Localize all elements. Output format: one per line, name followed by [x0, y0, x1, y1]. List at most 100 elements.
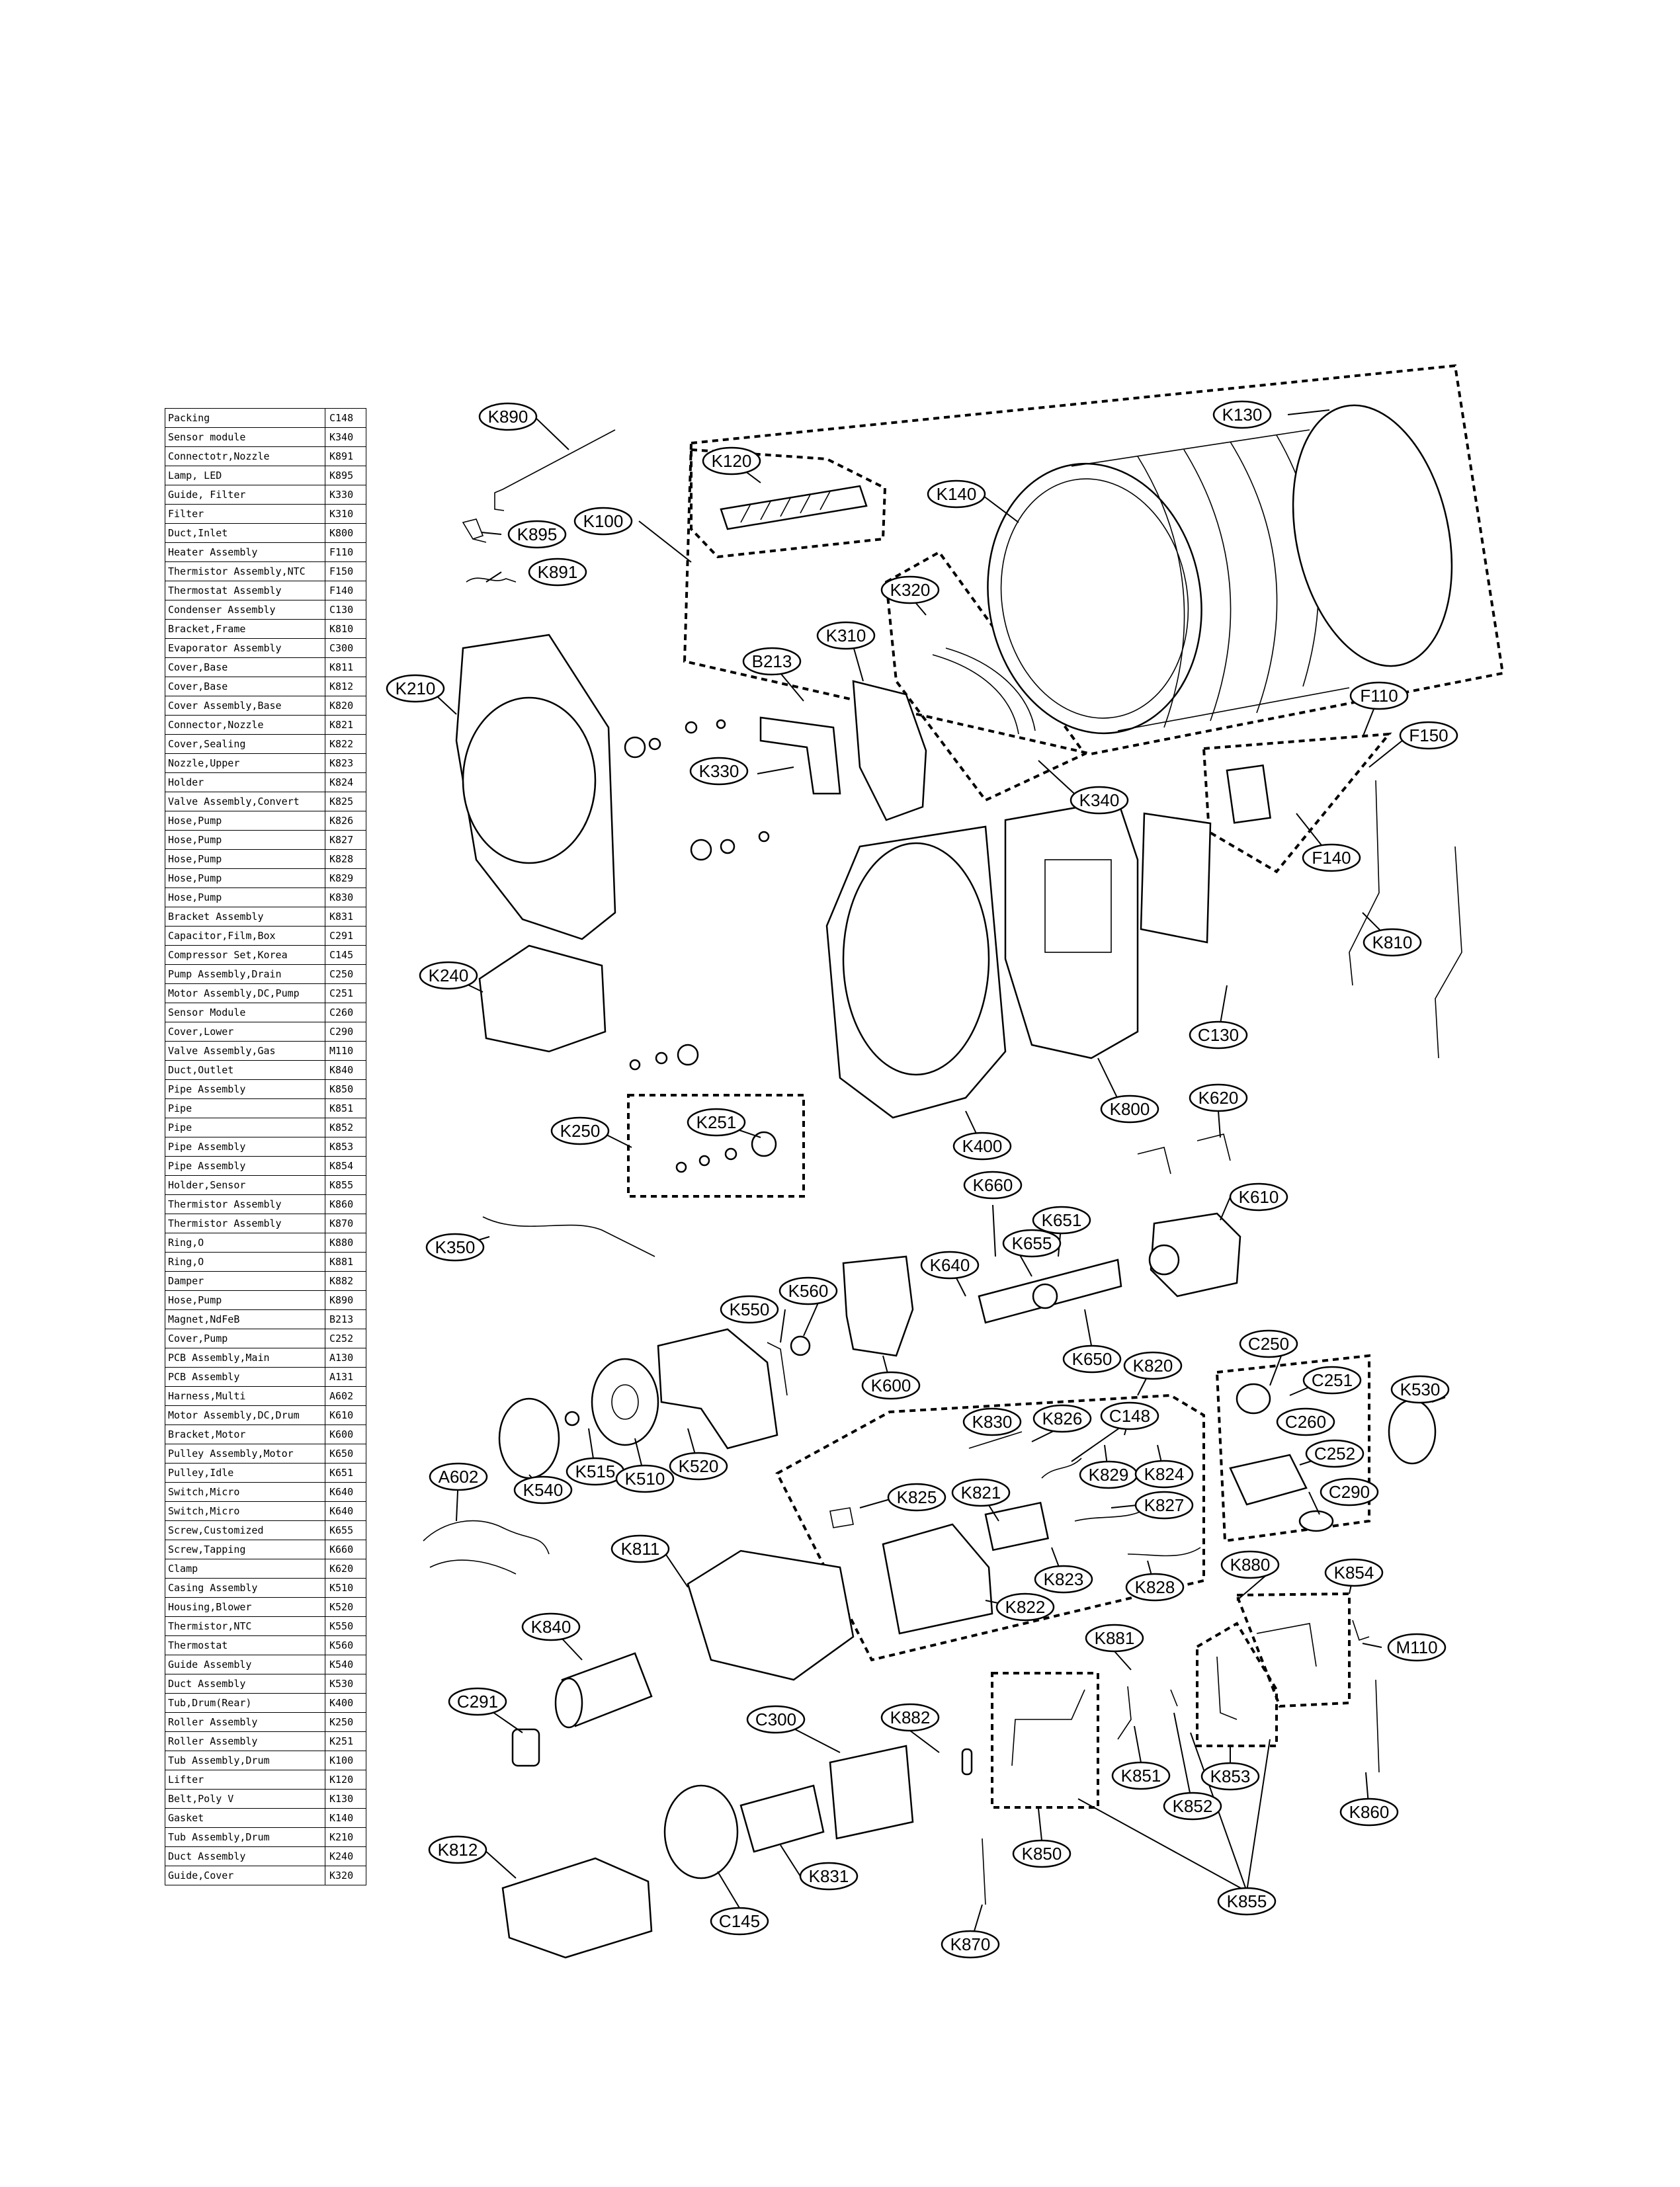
callout-k640: K640 — [920, 1251, 980, 1280]
part-code-cell: K820 — [325, 696, 366, 716]
callout-k655: K655 — [1002, 1229, 1062, 1258]
drum-ribs — [1137, 434, 1320, 728]
callout-bubble — [816, 621, 876, 650]
callout-label: C250 — [1248, 1334, 1289, 1354]
callout-bubble — [1111, 1761, 1171, 1790]
part-name-cell: Cover Assembly,Base — [165, 696, 325, 716]
callout-bubble — [1220, 1550, 1280, 1579]
callout-label: B213 — [752, 651, 792, 671]
callout-k830: K830 — [962, 1407, 1022, 1436]
part-name-cell: Valve Assembly,Gas — [165, 1041, 325, 1061]
callout-k240: K240 — [419, 961, 478, 990]
callout-label: K250 — [560, 1121, 601, 1141]
part-code-cell: K620 — [325, 1559, 366, 1579]
filter-part — [852, 680, 927, 821]
callout-bubble — [448, 1687, 507, 1716]
callout-bubble — [710, 1907, 769, 1936]
callout-label: K251 — [696, 1112, 737, 1132]
callout-m110: M110 — [1387, 1633, 1447, 1662]
callout-k610: K610 — [1229, 1182, 1288, 1212]
part-code-cell: C252 — [325, 1329, 366, 1348]
callout-f110: F110 — [1349, 681, 1409, 710]
part-code-cell: K340 — [325, 427, 366, 447]
guide-assembly-ring — [498, 1397, 560, 1479]
callout-k651: K651 — [1032, 1206, 1091, 1235]
callout-k870: K870 — [941, 1930, 1000, 1959]
callout-label: K812 — [438, 1840, 478, 1860]
callout-k800: K800 — [1100, 1094, 1159, 1124]
callout-k340: K340 — [1070, 786, 1129, 815]
callout-label: K530 — [1400, 1380, 1441, 1399]
callout-c252: C252 — [1305, 1439, 1365, 1468]
drum-motor-hub — [1148, 1244, 1180, 1276]
callout-label: K550 — [730, 1300, 770, 1319]
callout-k210: K210 — [386, 674, 445, 703]
callout-bubble — [887, 1483, 946, 1512]
callout-label: C148 — [1109, 1406, 1150, 1426]
pipe-k852 — [1170, 1689, 1178, 1707]
part-name-cell: Duct,Inlet — [165, 523, 325, 543]
callout-k828: K828 — [1125, 1573, 1185, 1602]
part-code-cell: K824 — [325, 772, 366, 792]
callout-f150: F150 — [1399, 721, 1458, 750]
callout-label: K130 — [1222, 405, 1263, 425]
part-code-cell: K840 — [325, 1060, 366, 1080]
part-code-cell: K828 — [325, 849, 366, 869]
callout-label: K820 — [1133, 1356, 1173, 1376]
part-code-cell: K530 — [325, 1674, 366, 1694]
callout-label: K880 — [1230, 1555, 1271, 1575]
callout-k130: K130 — [1212, 400, 1272, 429]
group-box-k854 — [1235, 1592, 1351, 1708]
blower-fan-part — [591, 1358, 659, 1446]
outlet-duct-end — [554, 1677, 583, 1729]
part-code-cell: K826 — [325, 811, 366, 831]
callout-label: K650 — [1072, 1349, 1113, 1369]
callout-bubble — [1189, 1083, 1248, 1112]
base-cover-k811 — [687, 1549, 855, 1681]
callout-label: F110 — [1360, 686, 1398, 706]
callout-k350: K350 — [425, 1233, 485, 1262]
part-code-cell: K550 — [325, 1616, 366, 1636]
roller-hardware-set-1 — [624, 719, 770, 1071]
callout-k860: K860 — [1339, 1797, 1399, 1827]
callout-c290: C290 — [1320, 1477, 1379, 1506]
callout-k620: K620 — [1189, 1083, 1248, 1112]
callout-k812: K812 — [428, 1835, 487, 1864]
part-name-cell: Roller Assembly — [165, 1731, 325, 1751]
callout-label: K520 — [679, 1456, 719, 1476]
casing-screw-part — [564, 1411, 580, 1426]
part-code-cell: K812 — [325, 677, 366, 696]
part-code-cell: C148 — [325, 408, 366, 428]
part-name-cell: Belt,Poly V — [165, 1789, 325, 1809]
ntc-thermistor-part — [767, 1342, 788, 1396]
callout-k825: K825 — [887, 1483, 946, 1512]
part-name-cell: Hose,Pump — [165, 830, 325, 850]
callout-k310: K310 — [816, 621, 876, 650]
callout-k510: K510 — [615, 1464, 675, 1493]
callout-label: K540 — [523, 1480, 564, 1500]
hose-pump-k890-part — [494, 429, 616, 511]
part-code-cell: K882 — [325, 1271, 366, 1291]
part-code-cell: K510 — [325, 1578, 366, 1598]
part-name-cell: Pump Assembly,Drain — [165, 964, 325, 984]
part-name-cell: Hose,Pump — [165, 887, 325, 907]
callout-bubble — [1034, 1565, 1093, 1594]
compressor-part — [663, 1784, 739, 1879]
part-code-cell: K251 — [325, 1731, 366, 1751]
part-code-cell: K100 — [325, 1751, 366, 1770]
led-lamp-part — [462, 518, 487, 543]
lower-cover-part — [1298, 1510, 1334, 1532]
callout-bubble — [1070, 786, 1129, 815]
callout-bubble — [573, 507, 633, 536]
part-name-cell: Magnet,NdFeB — [165, 1309, 325, 1329]
group-box-f110 — [1202, 732, 1392, 874]
callout-label: K853 — [1210, 1766, 1251, 1786]
